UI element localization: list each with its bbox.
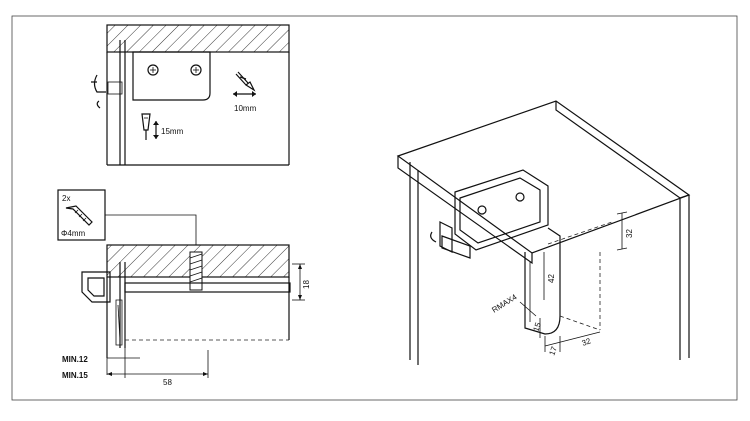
iso-view: 32 42 RMAX4 15 17 32 — [396, 100, 691, 365]
min-15-label: MIN.15 — [62, 371, 88, 380]
dim-58-label: 58 — [163, 378, 172, 387]
min-12-label: MIN.12 — [62, 355, 88, 364]
screw-icon — [65, 205, 93, 226]
clip-detail-top — [91, 74, 106, 109]
thickness-dim-label: 18 — [302, 280, 311, 289]
panel-hatch-top — [106, 24, 290, 53]
top-view: 10mm 15mm — [91, 24, 290, 166]
dim-15-label: 15 — [531, 321, 543, 333]
screw-section — [189, 251, 203, 291]
dim-17-label: 17 — [547, 345, 559, 357]
double-arrow-horizontal-icon — [233, 91, 256, 97]
hinge-plate-top — [132, 51, 211, 101]
double-arrow-vertical-icon — [153, 121, 159, 139]
dim-32-top-label: 32 — [625, 229, 634, 238]
screwdriver-vertical-icon — [141, 113, 151, 140]
screw-count-label: 2x — [62, 194, 70, 203]
rmax-label: RMAX4 — [490, 292, 519, 315]
dim-42-label: 42 — [547, 274, 556, 283]
drawing-frame — [11, 15, 738, 401]
lateral-adjust-label: 10mm — [234, 104, 257, 113]
depth-adjust-label: 15mm — [161, 127, 184, 136]
section-view: 2x Φ4mm 18 — [57, 189, 311, 387]
hinge-profile-section — [81, 271, 111, 303]
screwdriver-icon — [235, 71, 256, 92]
dim-32-bottom-label: 32 — [581, 336, 593, 348]
cabinet-top-face — [396, 100, 691, 254]
hinge-body-iso — [454, 169, 549, 251]
screw-diameter-label: Φ4mm — [61, 229, 85, 238]
